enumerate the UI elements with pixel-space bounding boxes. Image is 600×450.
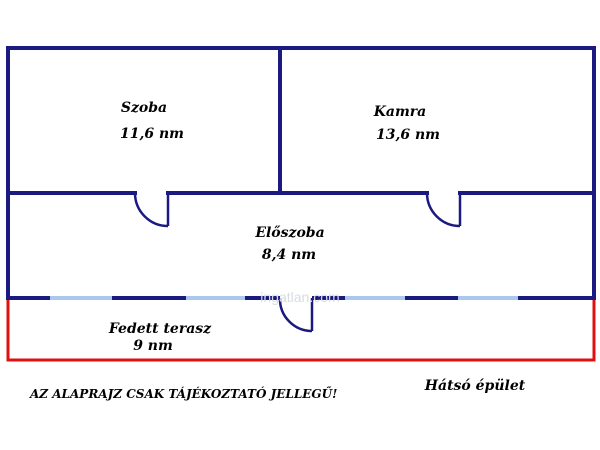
disclaimer-text: AZ ALAPRAJZ CSAK TÁJÉKOZTATÓ JELLEGŰ! bbox=[29, 385, 337, 401]
room-area-terasz: 9 nm bbox=[133, 338, 173, 354]
building-label: Hátsó épület bbox=[424, 378, 526, 394]
room-name-kamra: Kamra bbox=[373, 104, 427, 120]
room-area-eloszoba: 8,4 nm bbox=[262, 247, 316, 263]
room-area-szoba: 11,6 nm bbox=[120, 126, 184, 142]
terrace-outline bbox=[6, 298, 596, 362]
door-szoba bbox=[133, 192, 170, 228]
watermark: ingatlan.com bbox=[260, 289, 339, 305]
room-name-szoba: Szoba bbox=[121, 100, 167, 116]
door-terrace bbox=[278, 297, 314, 333]
door-kamra bbox=[425, 192, 462, 228]
room-name-terasz: Fedett terasz bbox=[108, 321, 212, 337]
room-area-kamra: 13,6 nm bbox=[376, 127, 440, 143]
room-name-eloszoba: Előszoba bbox=[254, 225, 324, 241]
